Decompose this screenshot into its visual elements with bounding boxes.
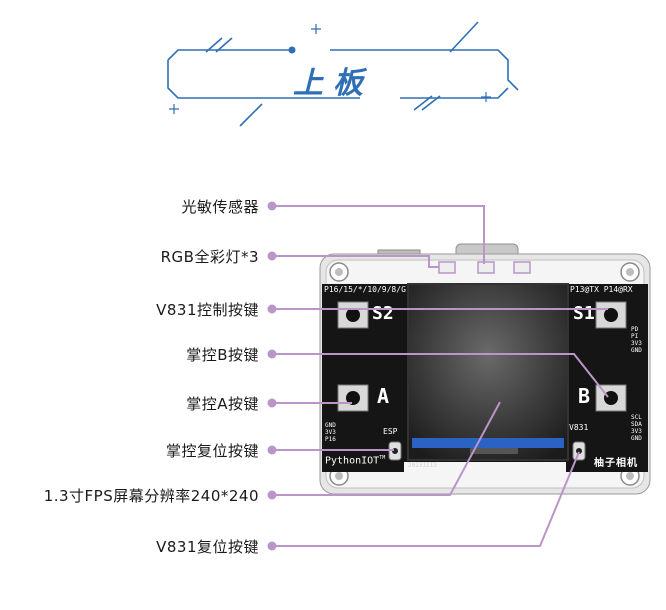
button-s1	[595, 301, 627, 329]
leader-dot	[267, 349, 277, 359]
label-a-button: 掌控A按键	[186, 395, 259, 413]
page-title: 上板	[293, 66, 373, 101]
leader-dot	[267, 201, 277, 211]
rgb-led	[477, 261, 495, 274]
button-a	[337, 384, 369, 412]
leader-dot	[267, 251, 277, 261]
leader-b-button	[272, 353, 609, 398]
label-esp: ESP	[383, 427, 398, 436]
leader-rgb	[272, 255, 439, 268]
label-screen: 1.3寸FPS屏幕分辨率240*240	[43, 487, 259, 505]
label-b: B	[578, 384, 591, 408]
label-rgb-led: RGB全彩灯*3	[160, 248, 259, 266]
leader-screen	[272, 401, 501, 496]
leader-photosensor	[272, 205, 485, 264]
leader-v831-reset	[272, 451, 580, 547]
pin-label-left-top: P16/15/*/10/9/8/G	[324, 285, 406, 294]
leader-dot	[267, 398, 277, 408]
date-label: 2023III3	[408, 462, 437, 469]
label-photosensor: 光敏传感器	[181, 198, 259, 216]
leader-dot	[267, 304, 277, 314]
title-dot	[288, 46, 296, 54]
label-v831: V831	[569, 423, 589, 432]
leader-dot	[267, 490, 277, 500]
leader-dot	[267, 541, 277, 551]
maker-label: 柚子相机	[594, 458, 638, 469]
button-s2	[337, 301, 369, 329]
brand-label: PythonIOTTM	[325, 455, 386, 467]
label-v831-reset: V831复位按键	[156, 538, 259, 556]
rgb-led	[513, 261, 531, 274]
label-b-button: 掌控B按键	[186, 346, 259, 364]
label-a: A	[377, 384, 390, 408]
screen	[407, 283, 569, 461]
pin-label-right-top: P13@TX P14@RX	[570, 285, 633, 294]
label-esp-reset: 掌控复位按键	[165, 442, 259, 460]
label-v831-control-button: V831控制按键	[156, 301, 259, 319]
leader-dot	[267, 445, 277, 455]
